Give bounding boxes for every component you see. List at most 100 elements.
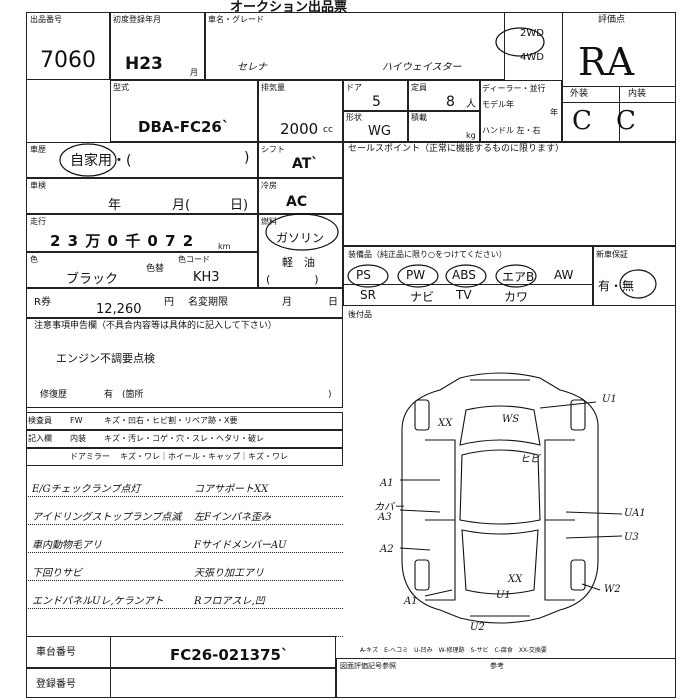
shift-box (258, 142, 343, 178)
inspector-row-sub: FW (70, 416, 83, 425)
model-name-value: セレナ (237, 62, 267, 73)
inspection-year: 年 (108, 198, 122, 213)
usage-label: 車歴 (30, 145, 46, 154)
model-code-box (110, 80, 258, 142)
note-rule (26, 580, 343, 581)
note-rule (26, 552, 343, 553)
handle-label: ハンドル 左・右 (482, 126, 541, 135)
diagram-mark: U1 (496, 590, 511, 601)
fuel-diesel: 軽 油 (282, 256, 315, 269)
recycle-value: 12,260 (96, 302, 142, 317)
grade-score: RA (578, 40, 635, 84)
model-name-box (205, 12, 505, 80)
diagram-mark: A2 (380, 544, 394, 555)
inspector-row-text: キズ・凹右・ヒビ割・リペア跡・X要 (104, 416, 238, 425)
diagram-mark: U1 (602, 394, 617, 405)
note-rule (26, 496, 343, 497)
notes-label: 注意事項申告欄（不具合内容等は具体的に記入して下さい） (34, 321, 277, 331)
grade-int-label: 内装 (628, 89, 647, 99)
handwritten-note: Rフロアスレ,凹 (194, 596, 265, 607)
equipment-item: カワ (504, 290, 529, 304)
equipment-box (343, 246, 593, 306)
model-year-unit: 年 (550, 108, 558, 117)
transfer-day: 日 (328, 297, 338, 308)
mileage-box (26, 214, 258, 252)
handwritten-note: コアサポートXX (194, 484, 269, 495)
equipment-item: ナビ (410, 290, 435, 304)
inspection-month: 月( (172, 198, 191, 213)
handwritten-note: 左Fインパネ歪み (194, 512, 271, 523)
handwritten-note: E/Gチェックランプ点灯 (32, 484, 141, 495)
doors-value: 5 (372, 94, 381, 110)
equipment-row-divider (343, 284, 593, 285)
equipment-item: PW (406, 268, 426, 282)
recycle-label: R券 (34, 297, 51, 308)
equipment-item: エアB (502, 270, 535, 284)
lot-label: 出品番号 (30, 15, 62, 24)
lot-number: 7060 (40, 48, 96, 73)
notes-box (26, 318, 343, 408)
model-code-label: 型式 (113, 83, 129, 92)
footer-box (336, 658, 676, 698)
inspection-label: 車検 (30, 181, 46, 190)
diagram-mark: XX (438, 418, 453, 429)
capacity-box (408, 80, 480, 111)
diagram-mark: カバー (374, 502, 404, 513)
color-label: 色 (30, 255, 38, 264)
header-title: オークション出品票 (230, 0, 348, 15)
ac-value: AC (286, 194, 308, 210)
handwritten-note: FサイドメンバーAU (194, 540, 287, 551)
model-grade-value: ハイウェイスター (382, 62, 462, 73)
first-reg-month-unit: 月 (190, 68, 198, 77)
grade-ext-label: 外装 (570, 89, 589, 99)
drive-2wd: 2WD (520, 28, 544, 39)
warranty-box (593, 246, 676, 306)
diagram-mark: ヒビ (520, 454, 540, 465)
handwritten-note: 下回りサビ (32, 568, 82, 579)
inspector-row-sub: ドアミラー (70, 452, 110, 461)
notes-text: エンジン不調要点検 (56, 352, 155, 365)
shift-value: AT` (292, 156, 319, 172)
equipment-label: 装備品（純正品に限り○をつけてください） (348, 250, 507, 259)
first-reg-year: H23 (125, 54, 163, 74)
registration-split (110, 668, 111, 698)
grade-label: 評価点 (598, 15, 626, 25)
capacity-unit: 人 (466, 99, 476, 110)
footer-right: 参考 (490, 662, 504, 670)
color-code-label: 色コード (178, 255, 210, 264)
note-rule (26, 608, 343, 609)
diagram-legend: A-キズ E-ヘコミ U-凹み W-修理跡 S-サビ C-腐食 XX-交換要 (360, 647, 547, 654)
displacement-unit: cc (323, 125, 333, 135)
inspector-row (26, 430, 343, 448)
handwritten-note: 天張り加工アリ (194, 568, 264, 579)
equipment-item: ABS (452, 268, 476, 282)
mileage-label: 走行 (30, 217, 46, 226)
inspector-row (26, 412, 343, 430)
doors-label: ドア (346, 83, 362, 92)
inspector-row-key: 記入欄 (28, 434, 52, 443)
warranty-value: 有・無 (598, 279, 635, 293)
repair-label: 修復歴 (40, 390, 68, 400)
body-shape-label: 形状 (346, 113, 362, 122)
equipment-item: SR (360, 288, 376, 302)
grade-ext-value: C (572, 106, 592, 136)
sales-point-label: セールスポイント（正常に機能するものに限ります） (348, 144, 565, 154)
sales-point-box (343, 142, 676, 246)
inspector-row-text: キズ・ワレ｜ホイール・キャップ｜キズ・ワレ (120, 452, 288, 461)
inspection-box (26, 178, 258, 214)
diagram-mark: XX (508, 574, 523, 585)
diagram-mark: A1 (404, 596, 418, 607)
diagram-mark: U2 (470, 622, 485, 633)
inspector-row-key: 検査員 (28, 416, 52, 425)
model-code-value: DBA-FC26` (138, 118, 230, 136)
usage-close: ) (244, 150, 250, 166)
model-year-label: モデル年 (482, 100, 514, 109)
diagram-mark: U3 (624, 532, 639, 543)
warranty-label: 新車保証 (596, 250, 628, 259)
color-change-label: 色替 (146, 264, 165, 274)
registration-box (26, 668, 336, 698)
first-reg-box (110, 12, 205, 80)
usage-box (26, 142, 258, 178)
ac-label: 冷房 (261, 181, 277, 190)
